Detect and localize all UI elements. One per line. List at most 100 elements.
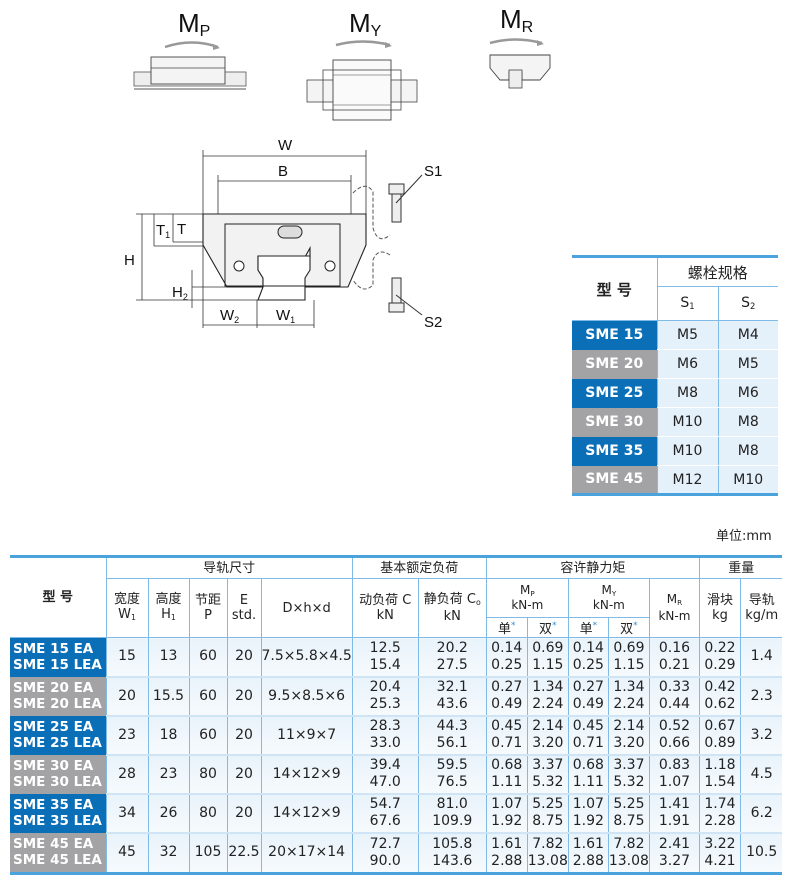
mp-label: MP xyxy=(178,8,210,40)
dhd-cell: 9.5×8.5×6 xyxy=(260,676,353,717)
rail-weight-cell: 6.2 xyxy=(739,793,783,834)
pitch-cell: 60 xyxy=(188,715,227,756)
e-cell: 20 xyxy=(226,754,261,795)
h1-cell: 15.5 xyxy=(147,676,189,717)
rail-weight-cell: 3.2 xyxy=(739,715,783,756)
s1-cell: M5 xyxy=(656,320,718,350)
s2-cell: M6 xyxy=(717,378,778,408)
seal-screw-icon xyxy=(233,260,245,272)
dhd-cell: 11×9×7 xyxy=(260,715,353,756)
h1-cell: 32 xyxy=(147,832,189,875)
w1-cell: 20 xyxy=(105,676,148,717)
moment-diagrams: MP MY MR xyxy=(133,4,551,121)
dhd-cell: 20×17×14 xyxy=(260,832,353,875)
pitch-cell: 80 xyxy=(188,754,227,795)
s2-cell: M8 xyxy=(717,436,778,466)
header-mp-single: 单* xyxy=(485,617,528,638)
e-cell: 20 xyxy=(226,715,261,756)
w1-cell: 15 xyxy=(105,637,148,678)
model-cell: SME 25 xyxy=(572,378,657,408)
dim-s1-label: S1 xyxy=(424,163,442,180)
s2-cell: M10 xyxy=(717,465,778,495)
header-my-double: 双* xyxy=(607,617,650,638)
s1-cell: M8 xyxy=(656,378,718,408)
header-load-rating: 基本额定负荷 xyxy=(351,556,487,579)
dim-b-label: B xyxy=(278,163,288,180)
model-cell: SME 45 xyxy=(572,465,657,495)
bolt-table-row: SME 25 M8 M6 xyxy=(572,378,778,408)
h1-cell: 18 xyxy=(147,715,189,756)
w1-cell: 34 xyxy=(105,793,148,834)
pitch-cell: 60 xyxy=(188,637,227,678)
w1-cell: 23 xyxy=(105,715,148,756)
e-cell: 22.5 xyxy=(226,832,261,875)
bolt-table-row: SME 30 M10 M8 xyxy=(572,407,778,437)
dim-t-label: T xyxy=(177,221,186,238)
pitch-moment-diagram: MP xyxy=(133,8,247,90)
s1-cell: M12 xyxy=(656,465,718,495)
dim-w1-label: W1 xyxy=(276,307,295,325)
rotation-arrow-icon xyxy=(335,40,391,47)
bolt-s2-icon xyxy=(391,277,402,305)
header-rail-dims: 导轨尺寸 xyxy=(105,556,353,579)
unit-label: 单位:mm xyxy=(716,529,772,544)
s2-cell: M5 xyxy=(717,349,778,379)
header-static-moment: 容许静力矩 xyxy=(485,556,700,579)
s2-cell: M8 xyxy=(717,407,778,437)
model-cell: SME 20 xyxy=(572,349,657,379)
roll-moment-diagram: MR xyxy=(489,4,551,89)
dim-w2-label: W2 xyxy=(220,307,239,325)
bolt-table-row: SME 35 M10 M8 xyxy=(572,436,778,466)
header-mp-double: 双* xyxy=(526,617,569,638)
pitch-cell: 60 xyxy=(188,676,227,717)
header-my-single: 单* xyxy=(567,617,609,638)
header-s2: S2 xyxy=(717,286,778,321)
s1-cell: M10 xyxy=(656,407,718,437)
